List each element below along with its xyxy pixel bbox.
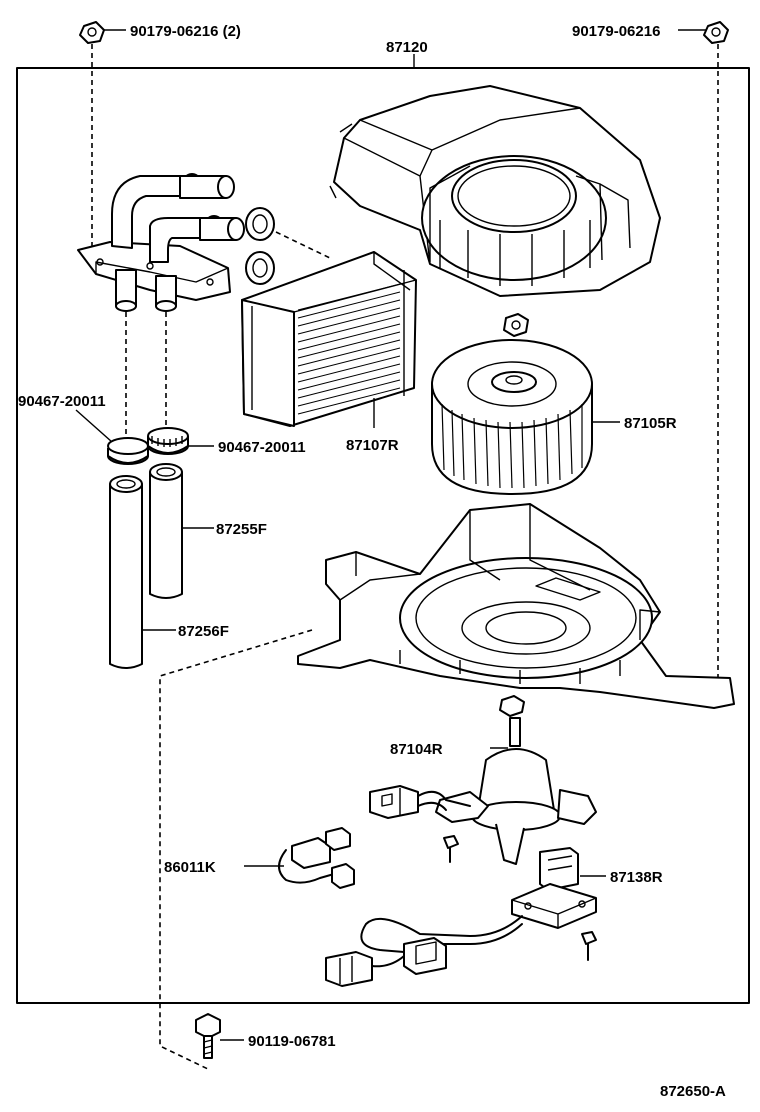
motor-nut — [499, 695, 525, 717]
label-assembly: 87120 — [386, 39, 428, 56]
label-fan: 87105R — [624, 415, 677, 432]
label-resistor: 87138R — [610, 869, 663, 886]
label-heater-core: 87107R — [346, 437, 399, 454]
diagram-id: 872650-A — [660, 1083, 726, 1100]
label-bolt: 90119-06781 — [248, 1033, 336, 1050]
label-motor: 87104R — [390, 741, 443, 758]
screw-left — [443, 835, 459, 863]
label-hose-short: 87255F — [216, 521, 267, 538]
nut-right — [678, 21, 729, 44]
label-clamp-left: 90467-20011 — [18, 393, 106, 410]
water-valve-pipe — [77, 173, 245, 312]
wire-harness — [244, 827, 355, 889]
nut-left — [79, 21, 126, 44]
screw-right — [581, 931, 597, 961]
blower-resistor — [511, 847, 606, 929]
label-clamp-right: 90467-20011 — [218, 439, 306, 456]
o-rings — [245, 207, 275, 285]
assembly-frame — [16, 67, 750, 1004]
hose-short — [149, 463, 214, 599]
hose-long — [109, 475, 176, 669]
label-nut-left: 90179-06216 (2) — [130, 23, 241, 40]
heater-core — [241, 251, 417, 428]
clamp-left — [75, 409, 149, 465]
clamp-right — [147, 427, 214, 455]
lower-blower-case — [297, 503, 735, 709]
upper-blower-case — [329, 85, 661, 297]
blower-fan — [431, 339, 620, 495]
label-nut-right: 90179-06216 — [572, 23, 660, 40]
blower-motor — [435, 717, 597, 865]
label-hose-long: 87256F — [178, 623, 229, 640]
label-wire: 86011K — [164, 859, 216, 876]
small-nut — [503, 313, 529, 337]
motor-connector — [369, 785, 471, 819]
resistor-wire-connector — [325, 915, 523, 987]
bolt — [195, 1013, 244, 1059]
